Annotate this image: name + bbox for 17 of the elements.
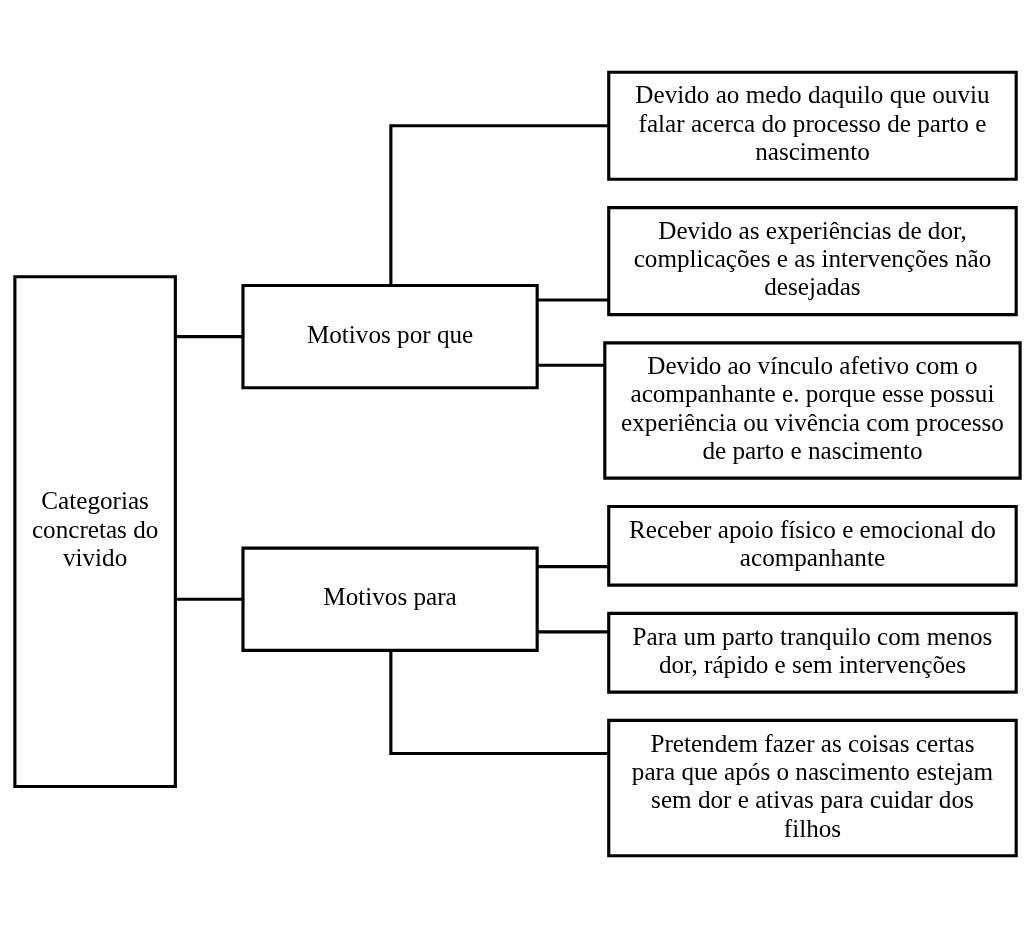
connector	[537, 564, 609, 568]
connector	[537, 363, 605, 367]
node-box: Motivos por que	[241, 283, 539, 389]
node-box: Motivos para	[241, 546, 539, 652]
node-box: Pretendem fazer as coisas certas para que após o nascimento estejam sem dor e ativas para cuidar dos filhos	[607, 718, 1018, 857]
node-box: Devido ao vínculo afetivo com o acompanhante e. porque esse possui experiência ou vivência com processo de parto e nascimento	[603, 340, 1022, 480]
connector	[537, 629, 609, 633]
connector	[389, 650, 609, 755]
node-box: Devido as experiências de dor, complicações e as intervenções não desejadas	[607, 205, 1018, 316]
connector	[537, 297, 609, 302]
connector	[389, 123, 609, 285]
connector	[175, 597, 243, 601]
connector	[175, 334, 243, 338]
node-box: Para um parto tranquilo com menos dor, rápido e sem intervenções	[607, 611, 1018, 694]
node-box: Devido ao medo daquilo que ouviu falar acerca do processo de parto e nascimento	[607, 70, 1018, 181]
node-box: Categorias concretas do vivido	[13, 274, 177, 788]
node-box: Receber apoio físico e emocional do acompanhante	[607, 504, 1018, 587]
